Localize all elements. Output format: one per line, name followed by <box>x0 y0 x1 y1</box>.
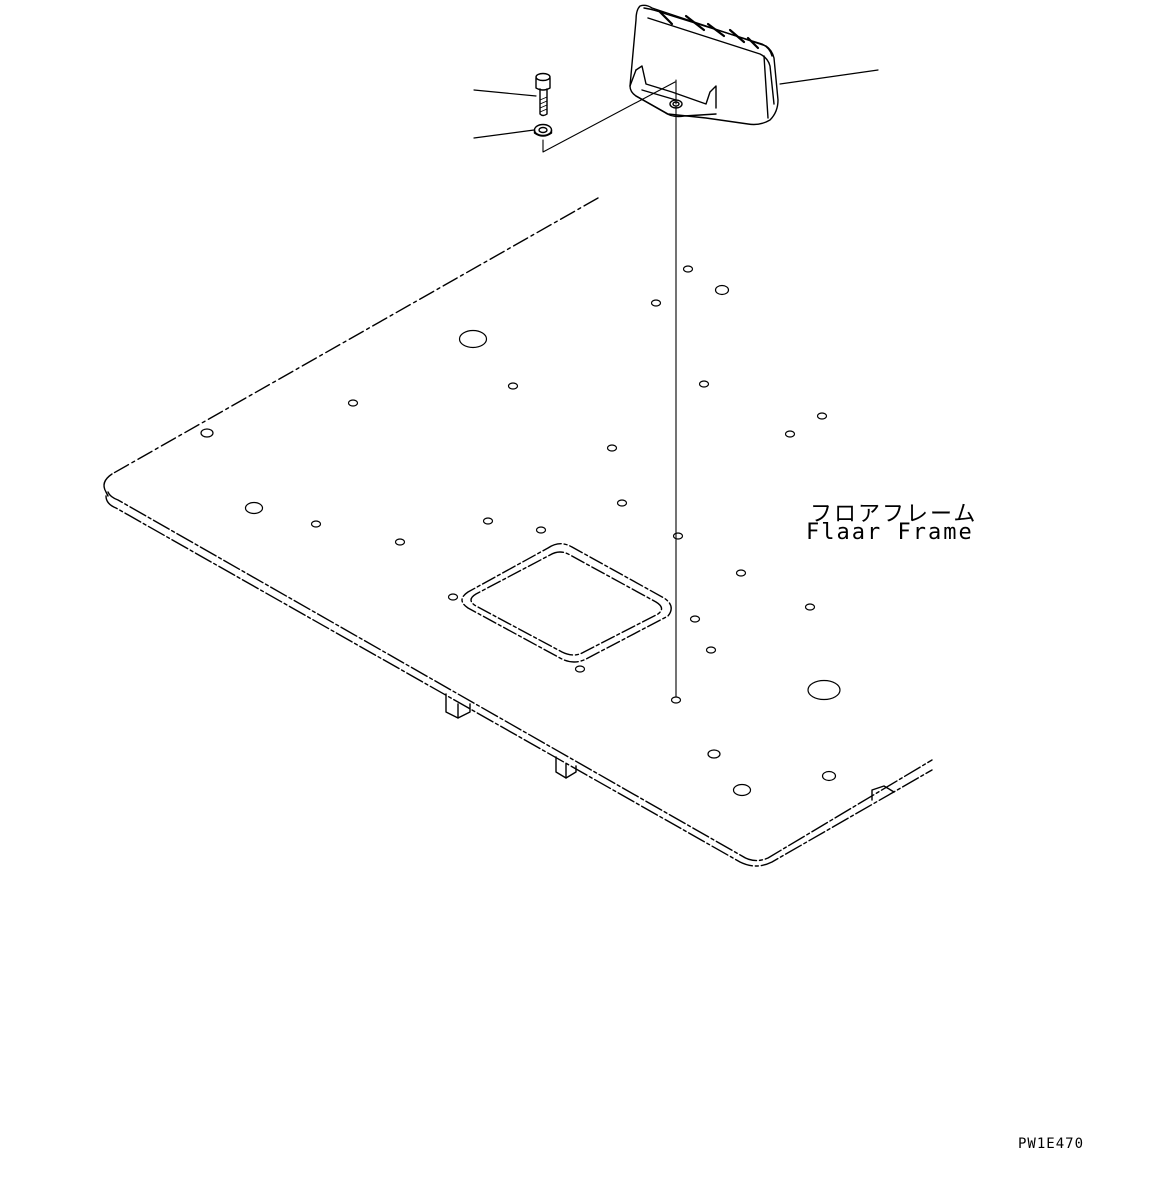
bolt-alignment-line <box>542 81 676 153</box>
leader-lines <box>473 69 879 139</box>
mounting-holes <box>200 265 841 797</box>
floor-frame-left-corner <box>103 473 113 497</box>
floor-frame-plate <box>103 197 933 867</box>
floor-frame-front-edge-lower <box>105 495 933 867</box>
cover-leader-line <box>779 69 879 85</box>
floor-frame-opening-inner <box>470 551 663 656</box>
underside-bracket <box>871 785 895 801</box>
bolt-leader-line <box>473 89 537 97</box>
washer <box>533 123 553 137</box>
drawing-code: PW1E470 <box>1018 1136 1085 1152</box>
underside-bracket <box>555 756 577 779</box>
floor-frame-opening <box>461 543 672 663</box>
underside-bracket <box>445 693 471 719</box>
cover-assembly <box>629 4 779 126</box>
floor-frame-front-edge <box>107 491 933 862</box>
bolt <box>535 72 551 117</box>
floor-frame-label-jp: フロアフレーム <box>810 502 978 527</box>
floor-frame-label-en: Flaar Frame <box>806 520 974 545</box>
washer-leader-line <box>473 129 535 139</box>
assembly-lines <box>542 79 677 698</box>
floor-frame-back-edge <box>111 197 599 475</box>
